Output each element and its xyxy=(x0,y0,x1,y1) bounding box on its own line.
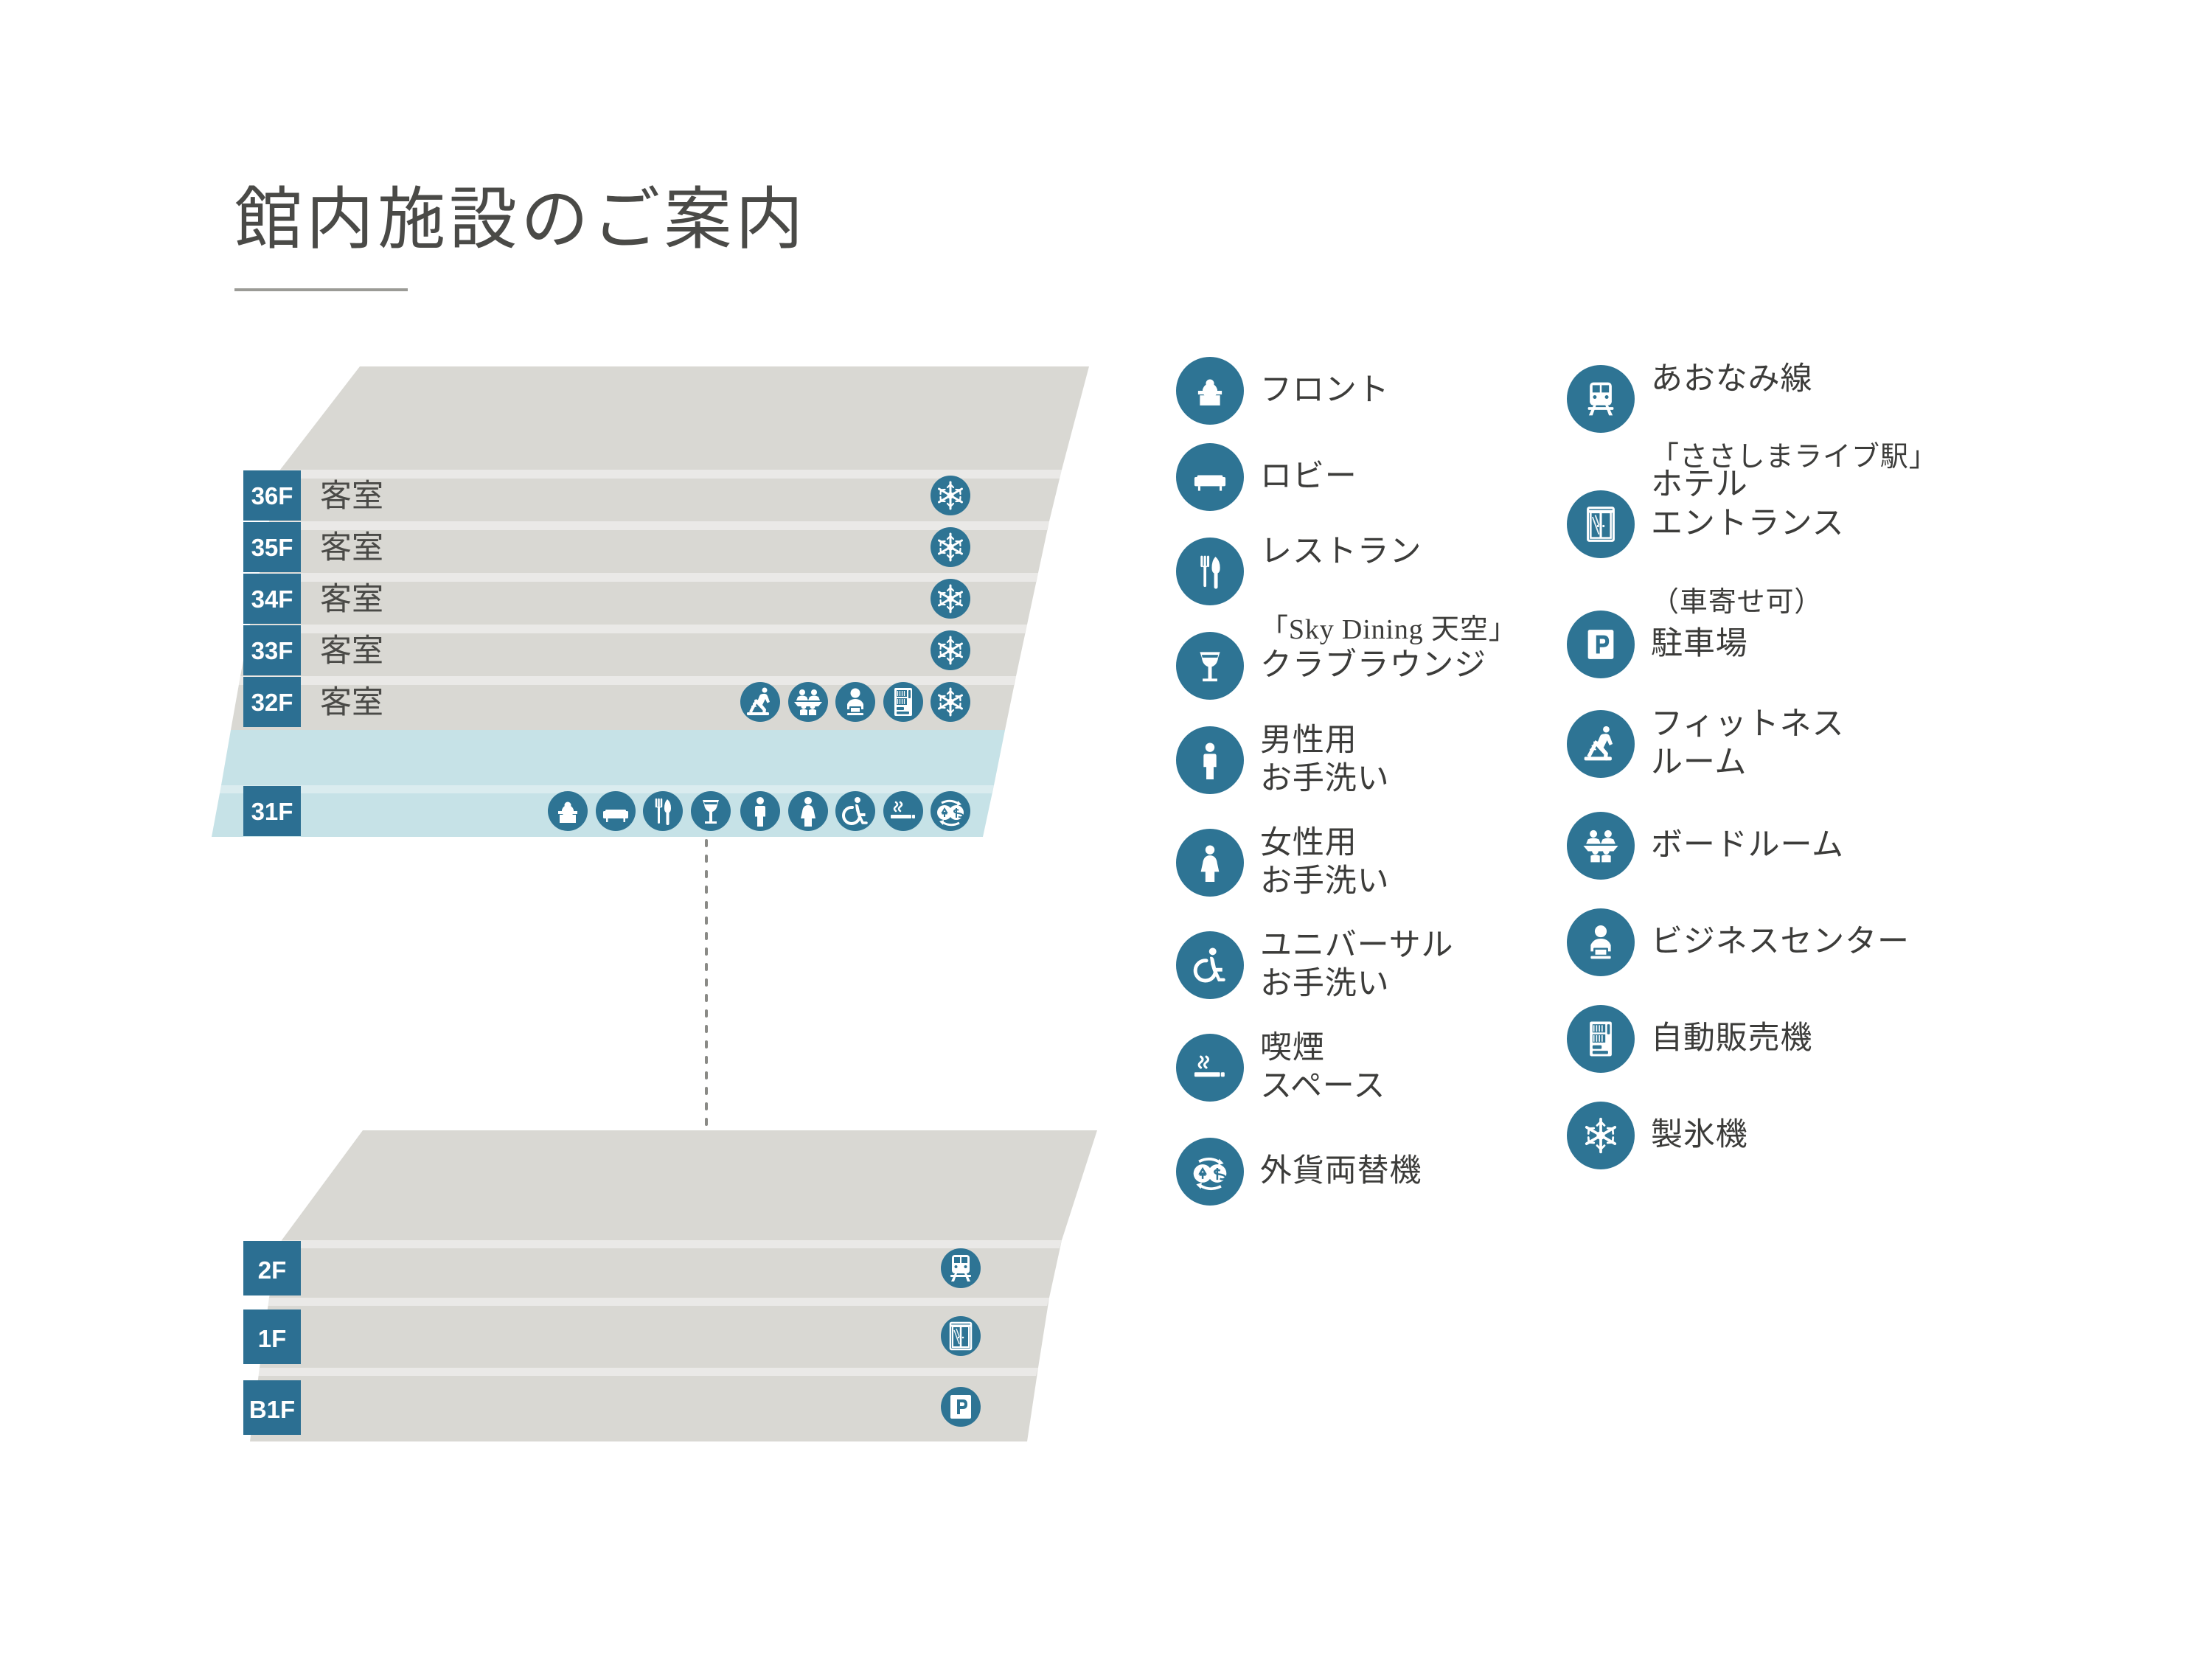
legend-label: ホテル エントランス xyxy=(1651,467,1845,541)
front-desk-icon xyxy=(1176,357,1244,425)
floor-row-b1f: B1F xyxy=(243,1368,1038,1441)
floor-row-36f: 36F 客室 xyxy=(243,366,1089,521)
floor-name-label: 客室 xyxy=(320,531,383,566)
legend-label: 外貨両替機 xyxy=(1260,1153,1422,1189)
restaurant-icon xyxy=(1176,538,1244,605)
train-icon xyxy=(1567,365,1635,433)
legend-column-left: フロント ロビー レストラン 「Sky Dining 天空」 クラブラウンジ xyxy=(1176,352,1589,1220)
legend-label: ビジネスセンター xyxy=(1651,924,1910,959)
floor-32f-icons xyxy=(740,682,970,722)
legend-item-aonami-line[interactable]: あおなみ線 「ささしまライブ駅」 xyxy=(1567,352,2083,473)
floor-badge-label: 2F xyxy=(258,1256,287,1284)
legend-label: あおなみ線 xyxy=(1651,361,1813,397)
legend-item-hotel-entrance[interactable]: ホテル エントランス （車寄せ可） xyxy=(1567,455,2083,618)
floor-name-label: 客室 xyxy=(320,479,383,514)
legend-item-fitness-room[interactable]: フィットネス ルーム xyxy=(1567,695,2083,793)
vending-machine-icon xyxy=(1567,1005,1635,1073)
title-block: 館内施設のご案内 xyxy=(234,184,807,291)
mens-restroom-icon xyxy=(1176,726,1244,794)
fitness-icon xyxy=(1567,710,1635,778)
restaurant-icon xyxy=(643,791,683,831)
legend-label: 女性用 お手洗い xyxy=(1260,825,1390,899)
floor-badge-label: 32F xyxy=(251,689,293,716)
legend-label: ボードルーム xyxy=(1651,827,1844,863)
parking-icon xyxy=(1567,611,1635,678)
legend-label: 製氷機 xyxy=(1651,1117,1748,1152)
floor-badge-label: 1F xyxy=(258,1325,287,1352)
legend-sublabel: 「ささしまライブ駅」 xyxy=(1651,442,1938,473)
page-title: 館内施設のご案内 xyxy=(234,182,807,257)
legend-item-boardroom[interactable]: ボードルーム xyxy=(1567,802,2083,889)
floor-diagram: 36F 客室 35F 客室 34F 客室 xyxy=(212,366,1097,1441)
floor-row-31f: 31F xyxy=(212,730,1005,837)
legend-item-smoking[interactable]: 喫煙 スペース xyxy=(1176,1021,1589,1114)
floor-row-33f: 33F 客室 xyxy=(240,625,1027,676)
currency-exchange-icon xyxy=(1176,1138,1244,1206)
floor-row-34f: 34F 客室 xyxy=(243,573,1038,625)
legend-sublabel: 「Sky Dining 天空」 xyxy=(1260,614,1517,646)
floor-row-2f: 2F xyxy=(243,1130,1097,1298)
floor-badge-label: 34F xyxy=(251,585,293,613)
legend-item-currency-exchange[interactable]: 外貨両替機 xyxy=(1176,1133,1589,1210)
boardroom-icon xyxy=(1567,812,1635,880)
legend-item-vending-machine[interactable]: 自動販売機 xyxy=(1567,995,2083,1082)
legend-label: 自動販売機 xyxy=(1651,1020,1813,1056)
club-lounge-icon xyxy=(1176,632,1244,700)
legend-label: 男性用 お手洗い xyxy=(1260,723,1390,796)
floor-36f-icons xyxy=(931,476,970,515)
title-underline-rule xyxy=(234,288,408,291)
smoking-icon xyxy=(883,791,923,831)
legend-item-universal-restroom[interactable]: ユニバーサル お手洗い xyxy=(1176,919,1589,1012)
hotel-entrance-icon xyxy=(1567,490,1635,558)
legend-label: 駐車場 xyxy=(1651,626,1748,661)
legend-label: ユニバーサル お手洗い xyxy=(1260,928,1454,1001)
legend-item-mens-restroom[interactable]: 男性用 お手洗い xyxy=(1176,714,1589,807)
legend-item-ice-machine[interactable]: 製氷機 xyxy=(1567,1092,2083,1179)
legend-item-lobby[interactable]: ロビー xyxy=(1176,439,1589,515)
universal-restroom-icon xyxy=(835,791,875,831)
legend-item-front-desk[interactable]: フロント xyxy=(1176,352,1589,429)
smoking-icon xyxy=(1176,1034,1244,1102)
ice-machine-icon xyxy=(1567,1102,1635,1169)
floor-badge-label: 35F xyxy=(251,534,293,561)
floor-badge-label: 36F xyxy=(251,482,293,509)
legend-item-womens-restroom[interactable]: 女性用 お手洗い xyxy=(1176,816,1589,909)
legend-label: フィットネス ルーム xyxy=(1651,706,1845,780)
legend-label: ロビー xyxy=(1260,459,1357,494)
floor-name-label: 客室 xyxy=(320,686,383,720)
legend-item-parking[interactable]: 駐車場 xyxy=(1567,603,2083,686)
legend-sublabel: （車寄せ可） xyxy=(1651,586,1823,618)
legend-item-club-lounge[interactable]: クラブラウンジ xyxy=(1176,627,1589,704)
floor-row-35f: 35F 客室 xyxy=(243,521,1049,573)
legend-label: 喫煙 スペース xyxy=(1260,1030,1386,1104)
floor-row-32f: 32F 客室 xyxy=(231,676,1016,730)
floor-row-1f: 1F xyxy=(243,1298,1049,1368)
legend-item-business-center[interactable]: ビジネスセンター xyxy=(1567,899,2083,986)
floor-31f-icons xyxy=(548,791,970,831)
floor-badge-label: 31F xyxy=(251,798,293,825)
floor-badge-label: B1F xyxy=(249,1396,295,1423)
lobby-icon xyxy=(1176,443,1244,511)
legend-label: クラブラウンジ xyxy=(1260,647,1487,683)
legend-item-restaurant[interactable]: レストラン 「Sky Dining 天空」 xyxy=(1176,525,1589,645)
womens-restroom-icon xyxy=(1176,829,1244,897)
legend-column-right: あおなみ線 「ささしまライブ駅」 ホテル エントランス （車寄せ可） 駐車場 フ… xyxy=(1567,352,2083,1189)
legend-label: レストラン xyxy=(1260,534,1422,569)
legend-label: フロント xyxy=(1260,372,1390,408)
floor-badge-label: 33F xyxy=(251,637,293,664)
floor-name-label: 客室 xyxy=(320,634,383,669)
universal-restroom-icon xyxy=(1176,931,1244,999)
floor-name-label: 客室 xyxy=(320,582,383,617)
business-center-icon xyxy=(1567,908,1635,976)
